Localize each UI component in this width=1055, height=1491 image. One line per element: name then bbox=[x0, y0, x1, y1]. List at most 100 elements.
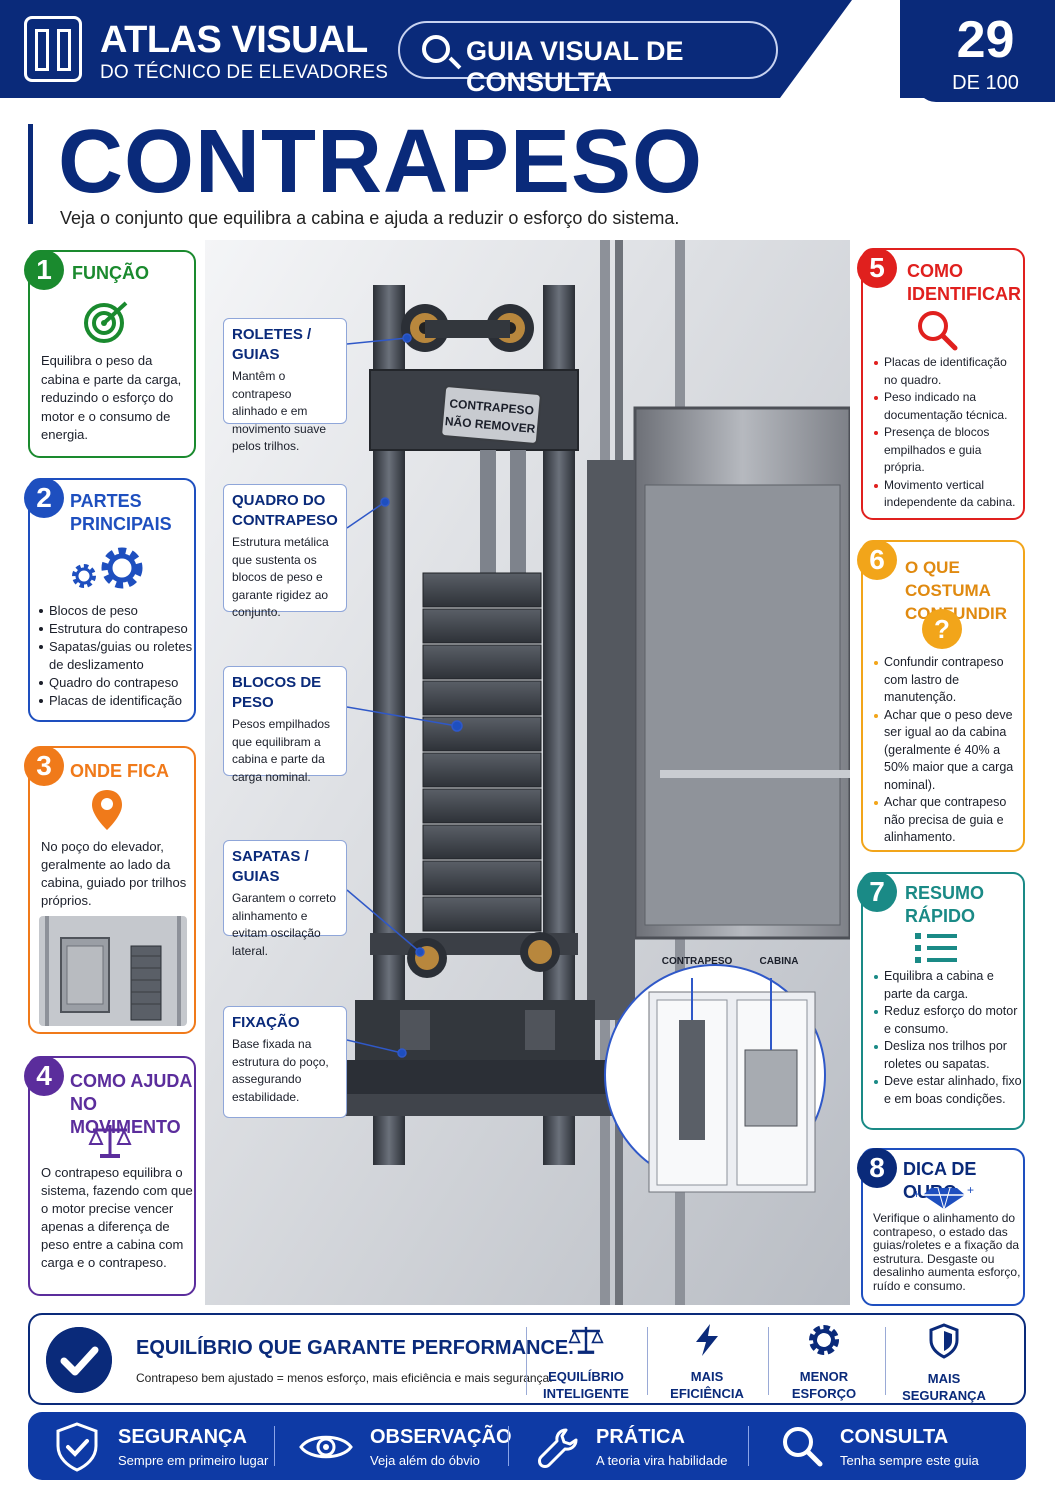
card-number-badge: 4 bbox=[24, 1056, 64, 1096]
card-number-badge: 5 bbox=[857, 248, 897, 288]
guide-search-pill[interactable]: GUIA VISUAL DE CONSULTA bbox=[398, 21, 778, 97]
list-item: Equilibra a cabina e parte da carga. bbox=[873, 968, 1023, 1003]
callout-title: QUADRO DO CONTRAPESO bbox=[232, 492, 338, 529]
footer-subtitle: Veja além do óbvio bbox=[370, 1453, 480, 1468]
footer-item-consult: CONSULTA Tenha sempre este guia bbox=[780, 1412, 1010, 1480]
list-item-text: Peso indicado na documentação técnica. bbox=[884, 390, 1008, 422]
card-text: Equilibra o peso da cabina e parte da ca… bbox=[41, 353, 182, 442]
page-number: 29 bbox=[956, 11, 1015, 69]
card-list: Equilibra a cabina e parte da carga. Red… bbox=[873, 968, 1023, 1108]
shield-icon bbox=[929, 1323, 959, 1359]
card-text: Verifique o alinhamento do contrapeso, o… bbox=[873, 1211, 1021, 1293]
callout-weight-blocks: BLOCOS DE PESO Pesos empilhados que equi… bbox=[223, 666, 347, 784]
svg-text:+: + bbox=[913, 1187, 920, 1201]
callout-title: BLOCOS DE PESO bbox=[232, 674, 322, 711]
search-icon bbox=[783, 1427, 823, 1467]
card-list: Placas de identificação no quadro. Peso … bbox=[873, 354, 1023, 512]
footer-item-practice: PRÁTICA A teoria vira habilidade bbox=[536, 1412, 756, 1480]
footer-subtitle: Sempre em primeiro lugar bbox=[118, 1453, 269, 1468]
card-text: O contrapeso equilibra o sistema, fazend… bbox=[41, 1165, 193, 1270]
callout-rollers-guides: ROLETES / GUIAS Mantêm o contrapeso alin… bbox=[223, 318, 347, 453]
elevator-logo-icon bbox=[24, 16, 82, 82]
card-title-line: COMO bbox=[907, 261, 963, 281]
list-item-text: Confundir contrapeso com lastro de manut… bbox=[884, 655, 1004, 704]
card-how-it-helps: 4 COMO AJUDA NO MOVIMENTO O contrapeso e… bbox=[24, 1056, 196, 1296]
list-item: Blocos de peso bbox=[38, 602, 194, 620]
callout-fixation: FIXAÇÃO Base fixada na estrutura do poço… bbox=[223, 1006, 347, 1118]
performance-panel: EQUILÍBRIO QUE GARANTE PERFORMANCE. Cont… bbox=[28, 1313, 1026, 1405]
diagram-label-cabin: CABINA bbox=[760, 956, 799, 967]
callout-frame: QUADRO DO CONTRAPESO Estrutura metálica … bbox=[223, 484, 347, 619]
list-item-text: Desliza nos trilhos por roletes ou sapat… bbox=[884, 1039, 1007, 1071]
card-location: 3 ONDE FICA No poço do elevador, geralme… bbox=[24, 746, 196, 1034]
card-title: FUNÇÃO bbox=[72, 263, 149, 283]
callout-text: Estrutura metálica que sustenta os bloco… bbox=[232, 535, 329, 619]
footer-title: OBSERVAÇÃO bbox=[370, 1426, 512, 1448]
callout-title: SAPATAS / GUIAS bbox=[232, 848, 309, 885]
card-list: Blocos de peso Estrutura do contrapeso S… bbox=[38, 602, 194, 710]
list-item-text: Reduz esforço do motor e consumo. bbox=[884, 1004, 1018, 1036]
svg-text:?: ? bbox=[934, 614, 950, 644]
counterweight-cabin-diagram: CONTRAPESO CABINA bbox=[604, 956, 826, 1193]
target-icon bbox=[84, 301, 128, 343]
list-item: Desliza nos trilhos por roletes ou sapat… bbox=[873, 1038, 1023, 1073]
callout-title: FIXAÇÃO bbox=[232, 1014, 300, 1031]
list-item: Quadro do contrapeso bbox=[38, 674, 194, 692]
footer-subtitle: A teoria vira habilidade bbox=[596, 1453, 728, 1468]
page-total: DE 100 bbox=[952, 72, 1019, 94]
lightning-icon bbox=[696, 1324, 718, 1356]
card-title-line: PARTES bbox=[70, 491, 142, 511]
list-item: Estrutura do contrapeso bbox=[38, 620, 194, 638]
list-item: Peso indicado na documentação técnica. bbox=[873, 389, 1023, 424]
title-accent-bar bbox=[28, 124, 33, 224]
counterweight-scene: CONTRAPESO NÃO REMOVER bbox=[205, 240, 850, 1305]
check-circle-icon bbox=[46, 1327, 112, 1393]
list-item: Achar que contrapeso não precisa de guia… bbox=[873, 794, 1023, 847]
card-title-line: PRINCIPAIS bbox=[70, 514, 172, 534]
card-number-badge: 3 bbox=[24, 746, 64, 786]
atlas-subtitle: DO TÉCNICO DE ELEVADORES bbox=[100, 62, 389, 83]
callout-shoes-guides: SAPATAS / GUIAS Garantem o correto alinh… bbox=[223, 840, 347, 958]
card-number-badge: 8 bbox=[857, 1148, 897, 1188]
list-item: Movimento vertical independente da cabin… bbox=[873, 477, 1023, 512]
shaft-photo-thumbnail bbox=[39, 916, 187, 1026]
callout-title: ROLETES / GUIAS bbox=[232, 326, 312, 363]
card-number-badge: 2 bbox=[24, 478, 64, 518]
footer-title: SEGURANÇA bbox=[118, 1426, 247, 1448]
card-main-parts: 2 PARTES PRINCIPAIS Blocos de peso Estru… bbox=[24, 478, 196, 722]
card-number-badge: 7 bbox=[857, 872, 897, 912]
list-item: Sapatas/guias ou roletes de deslizamento bbox=[38, 638, 194, 674]
counterweight-illustration: CONTRAPESO NÃO REMOVER bbox=[205, 240, 850, 1305]
map-pin-icon bbox=[92, 790, 122, 830]
performance-title: EQUILÍBRIO QUE GARANTE PERFORMANCE. bbox=[136, 1337, 574, 1359]
list-item: Reduz esforço do motor e consumo. bbox=[873, 1003, 1023, 1038]
list-item: Deve estar alinhado, fixo e em boas cond… bbox=[873, 1073, 1023, 1108]
balance-scale-icon bbox=[88, 1125, 132, 1158]
card-number-badge: 1 bbox=[24, 250, 64, 290]
card-title: RESUMO RÁPIDO bbox=[905, 882, 984, 928]
list-item-text: Achar que contrapeso não precisa de guia… bbox=[884, 795, 1007, 844]
list-item-text: Movimento vertical independente da cabin… bbox=[884, 477, 1016, 510]
wrench-icon bbox=[538, 1428, 578, 1468]
card-title-line: RESUMO bbox=[905, 883, 985, 903]
card-list: Confundir contrapeso com lastro de manut… bbox=[873, 654, 1023, 847]
footer-title: CONSULTA bbox=[840, 1426, 949, 1448]
performance-subtitle: Contrapeso bem ajustado = menos esforço,… bbox=[136, 1371, 553, 1385]
callout-text: Pesos empilhados que equilibram a cabina… bbox=[232, 717, 331, 784]
list-item-text: Deve estar alinhado, fixo e em boas cond… bbox=[884, 1074, 1022, 1106]
page-subtitle: Veja o conjunto que equilibra a cabina e… bbox=[60, 208, 680, 228]
svg-text:+: + bbox=[967, 1183, 974, 1197]
guide-label: GUIA VISUAL DE CONSULTA bbox=[466, 36, 684, 97]
card-function: 1 FUNÇÃO Equilibra o peso da cabina e pa… bbox=[24, 250, 196, 458]
diagram-label-counterweight: CONTRAPESO bbox=[662, 956, 733, 967]
card-quick-summary: 7 RESUMO RÁPIDO Equilibra a cabina e par… bbox=[857, 872, 1025, 1130]
card-number-badge: 6 bbox=[857, 540, 897, 580]
callout-text: Garantem o correto alinhamento e evitam … bbox=[232, 891, 337, 958]
gears-icon bbox=[72, 547, 143, 589]
